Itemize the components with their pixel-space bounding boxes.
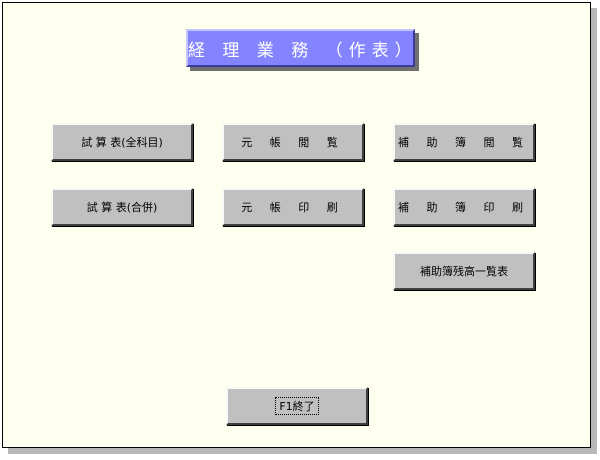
page-title: 経 理 業 務 （作表）	[186, 29, 415, 67]
ledger-view-button[interactable]: 元 帳 閲 覧	[222, 123, 364, 161]
exit-label: F1終了	[275, 397, 319, 415]
ledger-print-button[interactable]: 元 帳 印 刷	[222, 188, 364, 226]
sub-ledger-view-label: 補 助 簿 閲 覧	[398, 136, 530, 149]
trial-balance-combined-button[interactable]: 試 算 表(合併)	[51, 188, 193, 226]
sub-ledger-balance-list-label: 補助簿残高一覧表	[420, 265, 508, 278]
page-title-text: 経 理 業 務 （作表）	[188, 40, 418, 61]
ledger-print-label: 元 帳 印 刷	[241, 201, 345, 214]
trial-balance-all-label: 試 算 表(全科目)	[81, 136, 163, 149]
main-window: 経 理 業 務 （作表） 試 算 表(全科目) 元 帳 閲 覧 補 助 簿 閲 …	[2, 2, 591, 448]
exit-button[interactable]: F1終了	[226, 387, 368, 425]
ledger-view-label: 元 帳 閲 覧	[241, 136, 345, 149]
sub-ledger-print-button[interactable]: 補 助 簿 印 刷	[393, 188, 535, 226]
trial-balance-combined-label: 試 算 表(合併)	[86, 201, 158, 214]
trial-balance-all-button[interactable]: 試 算 表(全科目)	[51, 123, 193, 161]
sub-ledger-print-label: 補 助 簿 印 刷	[398, 201, 530, 214]
sub-ledger-balance-list-button[interactable]: 補助簿残高一覧表	[393, 252, 535, 290]
sub-ledger-view-button[interactable]: 補 助 簿 閲 覧	[393, 123, 535, 161]
